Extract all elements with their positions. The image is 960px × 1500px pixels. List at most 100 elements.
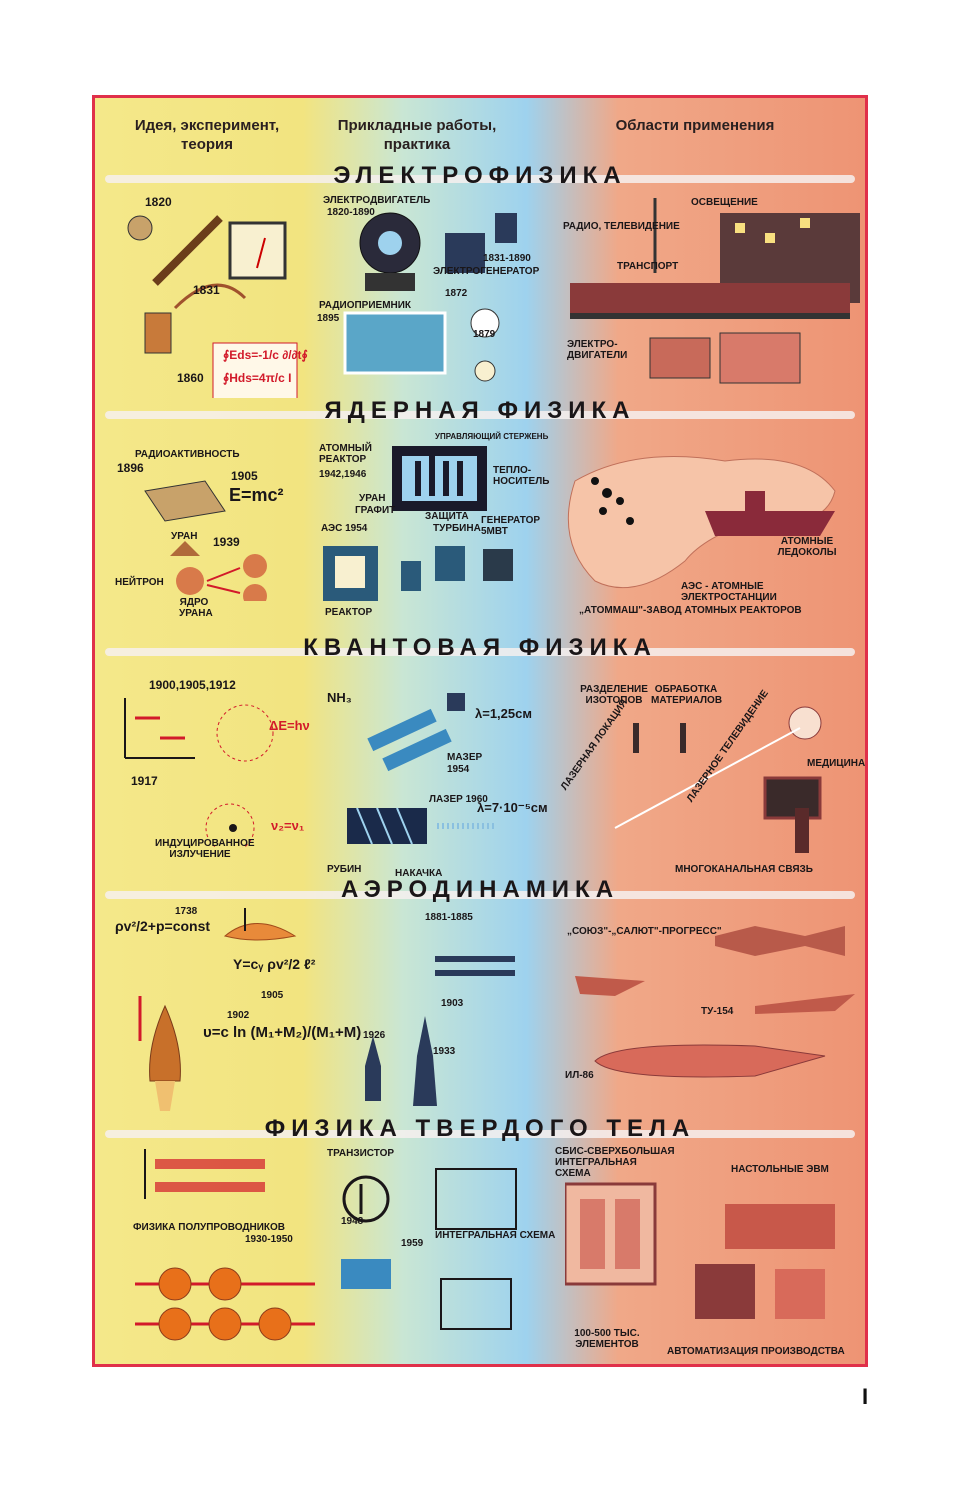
laser-applications-illustration bbox=[614, 706, 822, 853]
band-diagram-illustration bbox=[144, 1149, 265, 1199]
column-header-practice-line1: Прикладные работы, bbox=[337, 117, 497, 134]
crystal-lattice-illustration bbox=[135, 1267, 315, 1341]
section-title-quantum: КВАНТОВАЯ ФИЗИКА bbox=[303, 634, 657, 661]
section-aerodynamics: 1738 ρv²/2+p=const Y=cᵧ ρv²/2 ℓ² 1905 19… bbox=[95, 906, 865, 1121]
city-industry-illustration bbox=[570, 198, 860, 384]
atomic-reactor-label: АТОМНЫЙ РЕАКТОР bbox=[319, 443, 372, 465]
tsiolkovsky-formula: υ=c ln (M₁+M₂)/(M₁+M) bbox=[203, 1024, 362, 1041]
generator-label: ЭЛЕКТРОГЕНЕРАТОР bbox=[433, 266, 540, 277]
section-title-aerodynamics: АЭРОДИНАМИКА bbox=[340, 876, 620, 903]
section-solid-state: ФИЗИКА ПОЛУПРОВОДНИКОВ 1930-1950 ТРАНЗИС… bbox=[95, 1144, 865, 1357]
maser-label: МАЗЕР bbox=[447, 752, 483, 763]
pump-label: НАКАЧКА bbox=[395, 868, 443, 879]
uranium-fuel-label: УРАН bbox=[359, 493, 386, 504]
desktop-computers-label: НАСТОЛЬНЫЕ ЭВМ bbox=[731, 1164, 829, 1175]
vlsi-computers-illustration bbox=[565, 1182, 835, 1319]
section-title-nuclear: ЯДЕРНАЯ ФИЗИКА bbox=[324, 397, 636, 424]
column-header-idea: Идея, эксперимент, теория bbox=[134, 117, 280, 153]
year-label: 1831-1890 bbox=[483, 253, 531, 264]
section-title-electrophysics: ЭЛЕКТРОФИЗИКА bbox=[333, 162, 627, 189]
year-label: 1895 bbox=[317, 313, 340, 324]
graphite-label: ГРАФИТ bbox=[355, 505, 396, 516]
year-label: 1860 bbox=[177, 371, 204, 385]
year-label: 1738 bbox=[175, 906, 198, 917]
poster: Идея, эксперимент, теория Прикладные раб… bbox=[92, 95, 868, 1367]
electromagnet-illustration bbox=[127, 215, 298, 398]
year-label: 1879 bbox=[473, 329, 496, 340]
maser-wavelength: λ=1,25см bbox=[475, 706, 532, 721]
ussr-map-illustration bbox=[567, 456, 836, 589]
lift-formula: Y=cᵧ ρv²/2 ℓ² bbox=[233, 956, 316, 972]
column-header-practice: Прикладные работы, практика bbox=[317, 116, 517, 154]
year-label: 1905 bbox=[231, 469, 258, 483]
year-label: 1917 bbox=[131, 774, 158, 788]
section-nuclear: РАДИОАКТИВНОСТЬ 1896 1905 E=mc² УРАН 193… bbox=[95, 431, 865, 631]
soyuz-salyut-progress-label: „СОЮЗ"-„САЛЮТ"-ПРОГРЕСС" bbox=[567, 926, 722, 937]
year-label: 1872 bbox=[445, 288, 468, 299]
electric-motors-label: ЭЛЕКТРО- ДВИГАТЕЛИ bbox=[567, 339, 628, 361]
section-quantum: 1900,1905,1912 ΔE=hν 1917 ν₂=ν₁ ИНДУЦИРО… bbox=[95, 668, 865, 883]
early-aircraft-rockets-illustration bbox=[365, 956, 515, 1106]
frequency-formula: ν₂=ν₁ bbox=[271, 818, 305, 833]
automation-label: АВТОМАТИЗАЦИЯ ПРОИЗВОДСТВА bbox=[667, 1346, 845, 1357]
uranium-label: УРАН bbox=[171, 531, 198, 542]
year-label: 1959 bbox=[401, 1238, 424, 1249]
nuclear-icebreakers-label: АТОМНЫЕ ЛЕДОКОЛЫ bbox=[777, 536, 837, 558]
lighting-label: ОСВЕЩЕНИЕ bbox=[691, 197, 758, 208]
section-divider bbox=[105, 648, 855, 656]
year-label: ЛАЗЕР 1960 bbox=[429, 794, 488, 805]
year-label: 1902 bbox=[227, 1010, 250, 1021]
laser-wavelength: λ=7·10⁻⁵см bbox=[477, 800, 548, 815]
section-divider bbox=[105, 175, 855, 183]
airfoil-illustration bbox=[223, 908, 297, 941]
npp-1954-label: АЭС 1954 bbox=[321, 523, 368, 534]
year-label: 1881-1885 bbox=[425, 912, 473, 923]
year-label: 1896 bbox=[117, 461, 144, 475]
energy-levels-illustration bbox=[124, 698, 274, 848]
year-label: 1820-1890 bbox=[327, 207, 375, 218]
generator-5mw-label: ГЕНЕРАТОР 5МВт bbox=[481, 515, 541, 537]
rocket-stages-illustration bbox=[138, 996, 181, 1111]
coolant-label: ТЕПЛО- НОСИТЕЛЬ bbox=[493, 465, 550, 487]
year-label: 1820 bbox=[145, 195, 172, 209]
control-rod-label: УПРАВЛЯЮЩИЙ СТЕРЖЕНЬ bbox=[435, 432, 549, 441]
ammonia-label: NH₃ bbox=[327, 690, 352, 705]
protection-label: ЗАЩИТА bbox=[425, 511, 469, 522]
year-label: 1900,1905,1912 bbox=[149, 678, 236, 692]
year-label: 1831 bbox=[193, 283, 220, 297]
induced-emission-label: ИНДУЦИРОВАННОЕ ИЗЛУЧЕНИЕ bbox=[155, 838, 255, 860]
column-header-practice-line2: практика bbox=[383, 136, 451, 153]
uranium-nucleus-label: ЯДРО УРАНА bbox=[179, 597, 213, 619]
isotope-separation-label: РАЗДЕЛЕНИЕ ИЗОТОПОВ bbox=[580, 684, 648, 706]
motor-label: ЭЛЕКТРОДВИГАТЕЛЬ bbox=[323, 195, 431, 206]
transistor-label: ТРАНЗИСТОР bbox=[327, 1148, 395, 1159]
reactor-label: РЕАКТОР bbox=[325, 607, 373, 618]
ruby-label: РУБИН bbox=[327, 864, 362, 875]
year-label: 1903 bbox=[441, 998, 464, 1009]
material-processing-label: ОБРАБОТКА МАТЕРИАЛОВ bbox=[651, 684, 723, 706]
elements-count-label: 100-500 тыс. ЭЛЕМЕНТОВ bbox=[574, 1328, 640, 1350]
atommash-label: „АТОММАШ"-ЗАВОД АТОМНЫХ РЕАКТОРОВ bbox=[579, 605, 802, 616]
npp-illustration bbox=[323, 546, 513, 601]
mass-energy-formula: E=mc² bbox=[229, 485, 284, 505]
vlsi-label: СБИС-СВЕРХБОЛЬШАЯ ИНТЕГРАЛЬНАЯ СХЕМА bbox=[555, 1146, 675, 1179]
delta-e-formula: ΔE=hν bbox=[269, 718, 310, 733]
maxwell-formula-1: ∮Eds=-1/c ∂/∂t∮ bbox=[223, 348, 308, 362]
multichannel-link-label: МНОГОКАНАЛЬНАЯ СВЯЗЬ bbox=[675, 864, 813, 875]
neutron-label: НЕЙТРОН bbox=[115, 577, 164, 588]
maxwell-formula-2: ∮Hds=4π/c I bbox=[223, 371, 292, 385]
uranium-fission-illustration bbox=[144, 480, 267, 601]
section-divider bbox=[105, 1130, 855, 1138]
transistor-ic-illustration bbox=[341, 1168, 517, 1330]
radio-receiver-label: РАДИОПРИЕМНИК bbox=[319, 300, 412, 311]
year-label: 1933 bbox=[433, 1046, 456, 1057]
year-label: 1948 bbox=[341, 1216, 364, 1227]
radio-tv-label: РАДИО, ТЕЛЕВИДЕНИЕ bbox=[563, 221, 680, 232]
reactor-diagram bbox=[392, 446, 487, 511]
column-header-applications: Области применения bbox=[615, 117, 775, 134]
semiconductor-physics-label: ФИЗИКА ПОЛУПРОВОДНИКОВ bbox=[133, 1222, 285, 1233]
radioactivity-label: РАДИОАКТИВНОСТЬ bbox=[135, 449, 240, 460]
section-divider bbox=[105, 411, 855, 419]
il-86-label: ИЛ-86 bbox=[565, 1070, 594, 1081]
page-number: I bbox=[862, 1384, 869, 1409]
